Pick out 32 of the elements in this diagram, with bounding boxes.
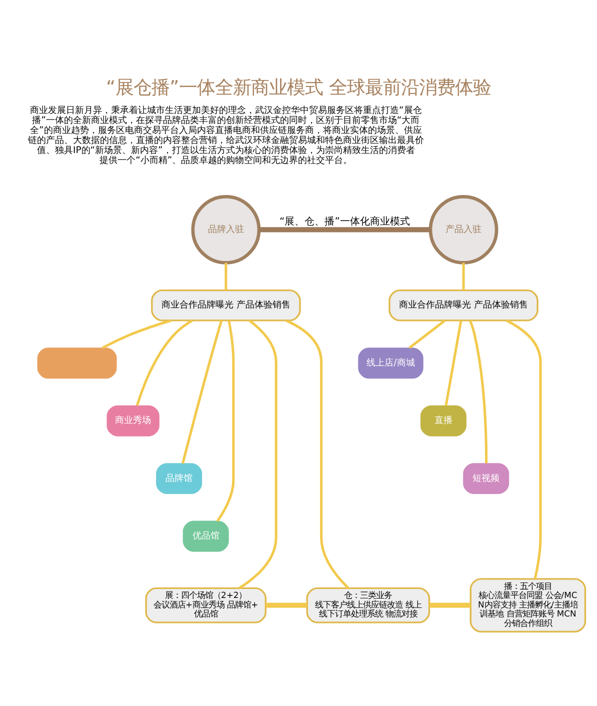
connector (286, 318, 350, 588)
edge-label: “展、仓、播”一体化商业模式 (280, 216, 410, 227)
connector (224, 262, 228, 290)
connector (266, 602, 307, 608)
connector (102, 318, 172, 349)
node-circle: 产品入驻 (428, 194, 498, 264)
node-box: 线上店/商城 (358, 347, 424, 378)
node-box: 商业合作品牌曝光 产品体验销售 (151, 289, 301, 321)
node-box: 品牌馆 (156, 462, 202, 494)
node-box: 优品馆 (182, 520, 229, 552)
connector (444, 320, 462, 406)
connector (136, 318, 193, 406)
connector (238, 319, 278, 589)
diagram-title: “展仓播”一体全新商业模式 全球最前沿消费体验 (106, 76, 491, 98)
node-box: 短视频 (463, 462, 510, 494)
connector (506, 318, 542, 579)
node-circle: 品牌入驻 (191, 194, 261, 264)
node-box: 商业秀场 (106, 404, 160, 436)
connector (216, 320, 235, 522)
connector (468, 320, 488, 463)
connector (462, 262, 465, 290)
label: 商业发展日新月异，秉承着让城市生活更加美好的理念，武汉金控华中贸易服务区将重点打造“展仓播”一体的全新商业模式，在探寻品牌品类丰富的创新经营模式的同时，区别于目前零售市场“大而全”的商业趋势，服务区电商交易平台入局内容直播电商和供应链服务商，将商业实体的场景、供应链的产品、大数据的信息，直播的内容整合营销，给武汉环球金融贸易城和特色商业街区输出最具价值、独具IP的“新场景、新内容”，打造以生活方式为核心的消费体验，为崇尚精致生活的消费者提供一个“小而精”、品质卓越的购物空间和无边界的社交平台。 (28, 104, 424, 166)
connector (429, 602, 471, 608)
node-box: 仓：三类业务 线下客户线上供应链改造 线上线下订单处理系统 物流对接 (306, 586, 430, 623)
node-box: 直播 (420, 404, 466, 436)
connector (259, 226, 430, 232)
node-box (37, 347, 117, 378)
node-box: 展：四个场馆（2+2） 会议酒店+商业秀场 品牌馆+优品馆 (145, 586, 266, 623)
node-box: 播：五个项目 核心流量平台同盟 公会/MCN内容支持 主播孵化/主播培训基地 自营矩阵账号 MCN分销合作组织 (470, 578, 586, 632)
connector (182, 320, 223, 464)
node-box: 商业合作品牌曝光 产品体验销售 (388, 289, 538, 321)
connector (408, 319, 446, 348)
